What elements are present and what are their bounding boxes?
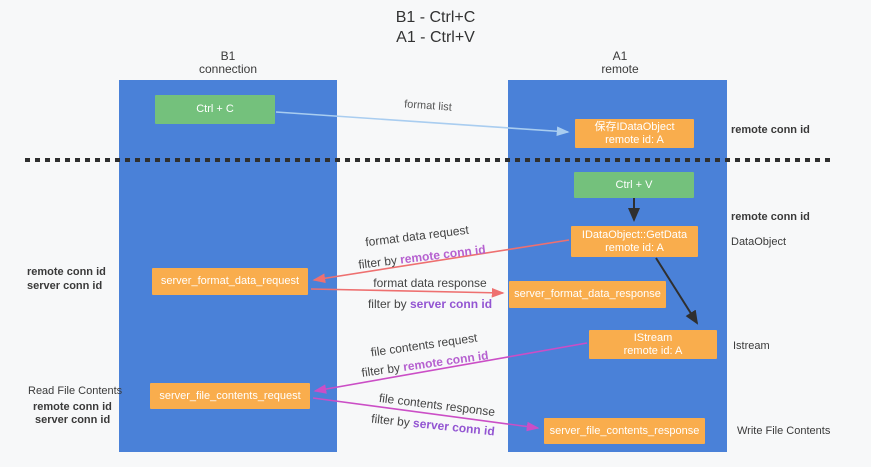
left-read-file-contents-label: Read File Contents: [28, 385, 123, 397]
filter-prefix: filter by: [367, 297, 410, 311]
node-ctrl-c: Ctrl + C: [155, 95, 275, 124]
left-bottom-server-conn-id: server conn id: [35, 414, 111, 426]
node-save-line1: 保存IDataObject: [594, 120, 675, 133]
server-conn-id-text: server conn id: [412, 415, 496, 439]
node-ctrl-v: Ctrl + V: [574, 172, 694, 198]
remote-conn-id-text: remote conn id: [399, 242, 487, 267]
node-file-request-label: server_file_contents_request: [159, 389, 301, 402]
filter-prefix: filter by: [357, 252, 402, 272]
lane-b1-role: connection: [198, 62, 258, 76]
right-istream-label: Istream: [733, 340, 770, 352]
format-list-label: format list: [403, 98, 453, 114]
filter-prefix: filter by: [360, 360, 405, 380]
node-idataobject-getdata: IDataObject::GetData remote id: A: [571, 226, 698, 257]
lane-header-b1: B1 connection: [168, 50, 288, 76]
node-format-request-label: server_format_data_request: [160, 275, 300, 287]
node-save-idataobject: 保存IDataObject remote id: A: [575, 119, 694, 148]
node-ctrl-v-label: Ctrl + V: [615, 178, 653, 191]
node-server-format-data-response: server_format_data_response: [509, 281, 666, 308]
node-format-response-label: server_format_data_response: [514, 288, 661, 300]
right-write-file-contents-label: Write File Contents: [737, 425, 831, 437]
right-remote-conn-id-top: remote conn id: [731, 124, 810, 136]
title-line-1: B1 - Ctrl+C: [395, 9, 476, 26]
right-dataobject-label: DataObject: [731, 236, 787, 248]
node-istream: IStream remote id: A: [589, 330, 717, 359]
node-getdata-line1: IDataObject::GetData: [581, 228, 688, 241]
left-bottom-remote-conn-id: remote conn id: [33, 401, 112, 413]
title-line-2: A1 - Ctrl+V: [396, 29, 475, 46]
node-istream-line1: IStream: [633, 331, 673, 344]
node-getdata-line2: remote id: A: [605, 241, 664, 254]
lane-b1-name: B1: [220, 49, 236, 63]
node-save-line2: remote id: A: [605, 133, 664, 146]
diagram-title: B1 - Ctrl+C A1 - Ctrl+V: [0, 8, 871, 48]
format-data-response-label: format data response: [373, 276, 487, 290]
filter-prefix: filter by: [370, 411, 414, 430]
clipboard-boundary-dashed-line: [25, 158, 831, 162]
lane-a1-role: remote: [601, 62, 639, 76]
node-istream-line2: remote id: A: [623, 344, 683, 357]
server-conn-id-text: server conn id: [409, 297, 493, 311]
node-server-format-data-request: server_format_data_request: [152, 268, 308, 295]
node-server-file-contents-request: server_file_contents_request: [150, 383, 310, 409]
lane-header-a1: A1 remote: [560, 50, 680, 76]
filter-by-server-label-1: filter by server conn id: [368, 297, 492, 311]
node-file-response-label: server_file_contents_response: [549, 424, 700, 437]
left-server-conn-id: server conn id: [27, 280, 103, 292]
node-server-file-contents-response: server_file_contents_response: [544, 418, 705, 444]
right-remote-conn-id-mid: remote conn id: [731, 211, 810, 223]
lane-a1-name: A1: [612, 49, 628, 63]
left-remote-conn-id: remote conn id: [27, 266, 106, 278]
node-ctrl-c-label: Ctrl + C: [196, 103, 234, 115]
